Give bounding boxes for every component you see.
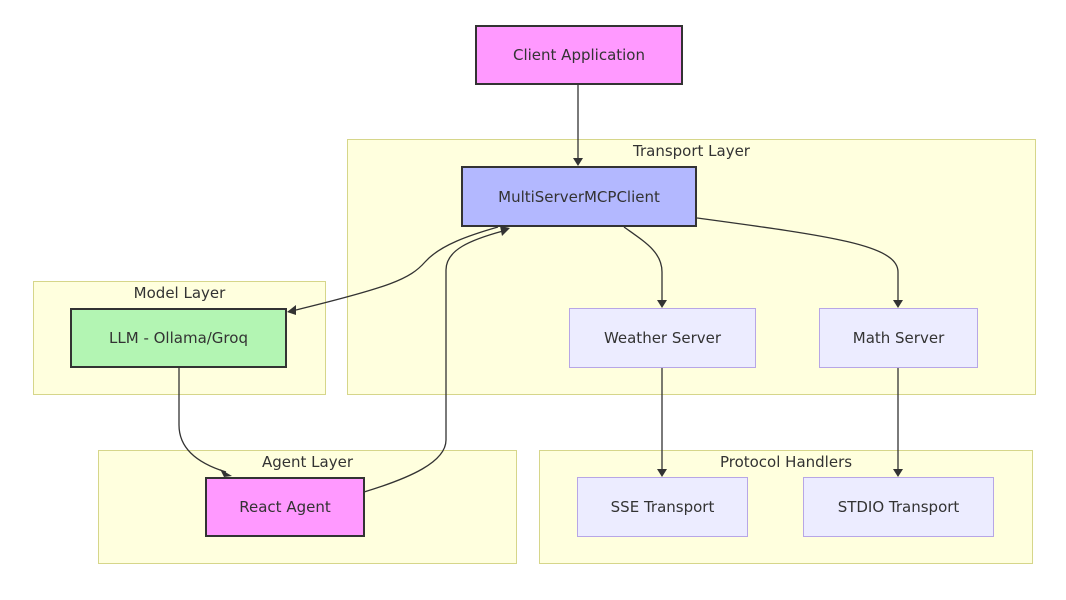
protocol-handlers-label: Protocol Handlers [719, 453, 853, 471]
react-agent-label: React Agent [239, 498, 331, 516]
arrowhead-math [893, 300, 903, 308]
edge-multiserver-to-weather [623, 226, 663, 300]
multiserver-client-label: MultiServerMCPClient [498, 187, 660, 206]
client-application-label: Client Application [512, 46, 645, 64]
weather-server-label: Weather Server [603, 329, 722, 347]
edge-llm-to-agent [178, 368, 227, 473]
llm-label: LLM - Ollama/Groq [109, 329, 248, 347]
arrowhead-weather [657, 300, 667, 308]
arrowhead-multiserver-bottom [500, 226, 510, 236]
sse-transport-label: SSE Transport [610, 498, 715, 516]
llm-node: LLM - Ollama/Groq [70, 308, 287, 368]
multiserver-client-node: MultiServerMCPClient [461, 166, 697, 227]
arrowhead-llm [287, 305, 296, 315]
weather-server-node: Weather Server [569, 308, 756, 368]
transport-layer-label: Transport Layer [633, 142, 750, 160]
arrowhead-multiserver-top [573, 158, 583, 166]
client-application-node: Client Application [475, 25, 683, 85]
sse-transport-node: SSE Transport [577, 477, 748, 537]
math-server-label: Math Server [852, 329, 945, 347]
edge-multiserver-to-math [696, 217, 899, 300]
math-server-node: Math Server [819, 308, 978, 368]
arrowhead-sse [657, 469, 667, 477]
stdio-transport-node: STDIO Transport [803, 477, 994, 537]
react-agent-node: React Agent [205, 477, 365, 537]
arrowhead-agent [220, 469, 232, 477]
edge-agent-to-multiserver [363, 230, 504, 493]
arrowhead-stdio [893, 469, 903, 477]
edge-multiserver-to-llm [295, 226, 499, 311]
stdio-transport-label: STDIO Transport [837, 498, 960, 516]
model-layer-label: Model Layer [133, 284, 226, 302]
agent-layer-label: Agent Layer [262, 453, 353, 471]
